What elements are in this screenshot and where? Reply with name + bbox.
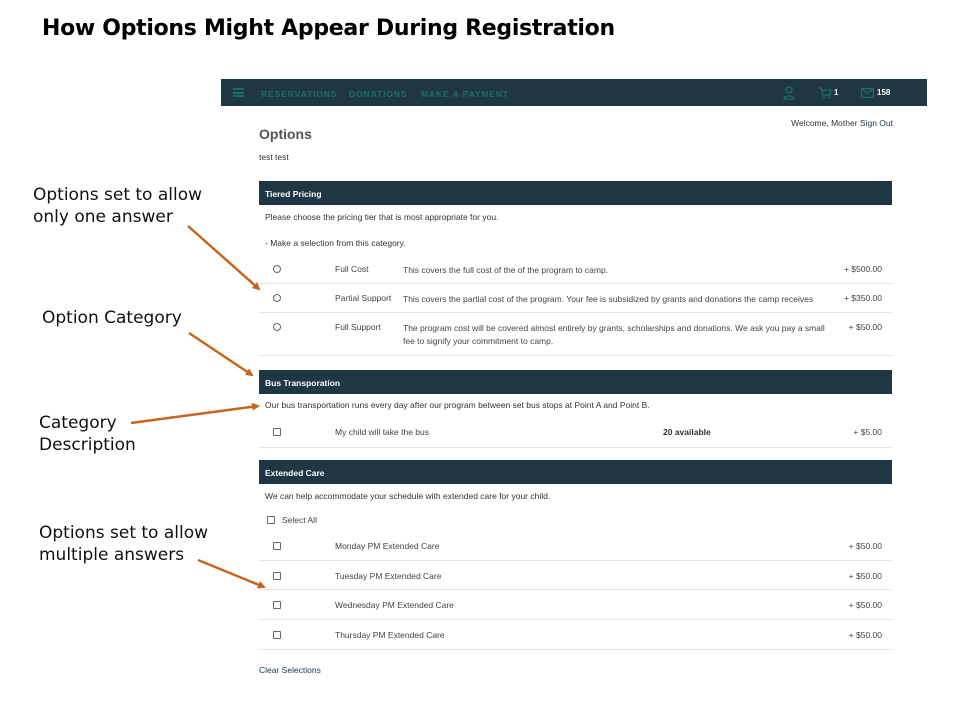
menu-icon[interactable] <box>233 88 244 97</box>
option-price: + $50.00 <box>848 322 882 332</box>
mail-icon[interactable] <box>861 88 874 98</box>
checkbox[interactable] <box>273 572 281 580</box>
category-description: Our bus transportation runs every day af… <box>265 400 650 410</box>
page-subtitle: test test <box>259 152 289 162</box>
slide-title: How Options Might Appear During Registra… <box>42 16 615 41</box>
page-title: Options <box>259 126 312 142</box>
top-nav-bar: RESERVATIONS DONATIONS MAKE A PAYMENT 1 … <box>221 79 927 106</box>
option-name: Full Cost <box>335 264 369 274</box>
checkbox[interactable] <box>273 631 281 639</box>
annotation-line: Option Category <box>42 308 182 328</box>
option-row[interactable]: My child will take the bus 20 available … <box>259 419 892 448</box>
category-header-bus-transporation: Bus Transporation <box>259 370 892 394</box>
annotation-category-description: Category Description <box>39 412 136 456</box>
sign-out-link[interactable]: Sign Out <box>859 118 893 128</box>
cart-count-badge: 1 <box>834 88 839 97</box>
registration-app: RESERVATIONS DONATIONS MAKE A PAYMENT 1 … <box>221 79 927 699</box>
option-row[interactable]: Wednesday PM Extended Care + $50.00 <box>259 590 892 620</box>
annotation-line: multiple answers <box>39 545 185 565</box>
option-row[interactable]: Tuesday PM Extended Care + $50.00 <box>259 561 892 590</box>
category-description: Please choose the pricing tier that is m… <box>265 212 499 222</box>
checkbox[interactable] <box>273 601 281 609</box>
nav-link-reservations[interactable]: RESERVATIONS <box>261 89 338 99</box>
option-name: Tuesday PM Extended Care <box>335 571 442 581</box>
option-description: This covers the full cost of the of the … <box>403 265 609 275</box>
option-description: The program cost will be covered almost … <box>403 323 825 346</box>
category-header-tiered-pricing: Tiered Pricing <box>259 181 892 205</box>
option-name: Partial Support <box>335 293 392 303</box>
annotation-multiple-answers: Options set to allow multiple answers <box>39 522 208 566</box>
option-row[interactable]: Full Support The program cost will be co… <box>259 313 892 356</box>
mail-count-badge: 158 <box>877 88 891 97</box>
select-all-checkbox[interactable] <box>267 516 275 524</box>
radio-button[interactable] <box>273 323 281 331</box>
welcome-message: Welcome, Mother Sign Out <box>791 118 893 128</box>
category-header-extended-care: Extended Care <box>259 460 892 484</box>
select-all-label[interactable]: Select All <box>282 515 317 525</box>
radio-button[interactable] <box>273 294 281 302</box>
annotation-line: Description <box>39 435 136 455</box>
option-description: This covers the partial cost of the prog… <box>403 294 814 304</box>
option-name: Monday PM Extended Care <box>335 541 440 551</box>
option-price: + $50.00 <box>848 541 882 551</box>
availability-count: 20 available <box>663 427 711 437</box>
option-price: + $350.00 <box>843 293 882 303</box>
annotation-single-answer: Options set to allow only one answer <box>33 184 202 228</box>
user-icon[interactable] <box>783 86 795 100</box>
option-row[interactable]: Partial Support This covers the partial … <box>259 284 892 313</box>
option-price: + $500.00 <box>843 264 882 274</box>
category-description: We can help accommodate your schedule wi… <box>265 491 551 501</box>
option-name: Thursday PM Extended Care <box>335 630 445 640</box>
option-row[interactable]: Full Cost This covers the full cost of t… <box>259 255 892 284</box>
radio-button[interactable] <box>273 265 281 273</box>
annotation-line: only one answer <box>33 207 173 227</box>
annotation-line: Options set to allow <box>39 523 209 543</box>
annotation-line: Options set to allow <box>33 185 203 205</box>
category-selection-note: - Make a selection from this category. <box>265 238 406 248</box>
option-row[interactable]: Thursday PM Extended Care + $50.00 <box>259 620 892 650</box>
checkbox[interactable] <box>273 542 281 550</box>
option-row[interactable]: Monday PM Extended Care + $50.00 <box>259 531 892 561</box>
option-price: + $5.00 <box>853 427 882 437</box>
option-name: My child will take the bus <box>335 427 430 437</box>
annotation-line: Category <box>39 413 117 433</box>
option-price: + $50.00 <box>848 600 882 610</box>
clear-selections-link[interactable]: Clear Selections <box>259 665 321 675</box>
checkbox[interactable] <box>273 428 281 436</box>
option-price: + $50.00 <box>848 571 882 581</box>
nav-link-make-a-payment[interactable]: MAKE A PAYMENT <box>421 89 510 99</box>
welcome-text: Welcome, Mother <box>791 118 858 128</box>
nav-link-donations[interactable]: DONATIONS <box>349 89 408 99</box>
option-name: Wednesday PM Extended Care <box>335 600 454 610</box>
cart-icon[interactable] <box>818 87 832 99</box>
option-price: + $50.00 <box>848 630 882 640</box>
option-name: Full Support <box>335 322 381 332</box>
annotation-option-category: Option Category <box>42 307 182 329</box>
